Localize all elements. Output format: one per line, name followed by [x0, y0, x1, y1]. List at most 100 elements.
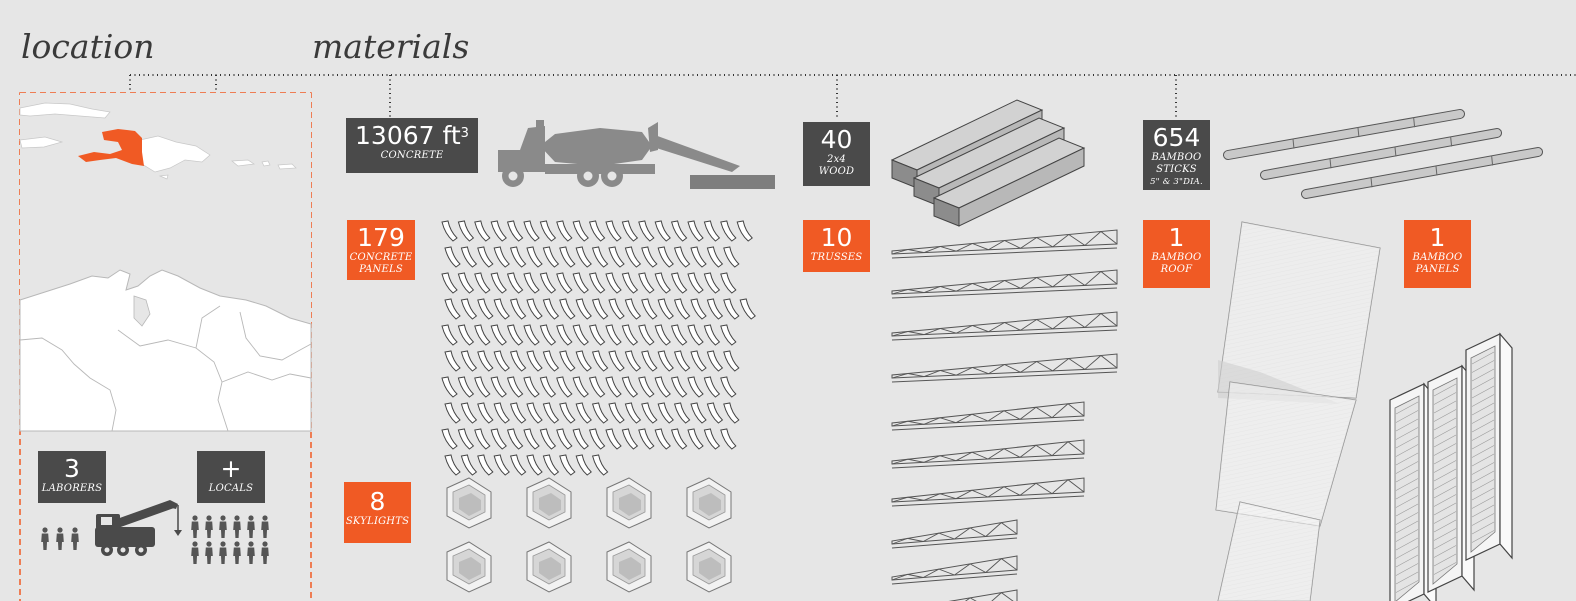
- concrete-panel: [654, 220, 671, 242]
- concrete-panel: [720, 376, 737, 398]
- concrete-panel: [657, 350, 674, 372]
- skylight: [526, 477, 572, 529]
- caribbean-islands: [19, 102, 297, 180]
- skylights-label: SKYLIGHTS: [345, 516, 410, 527]
- concrete-panel: [588, 272, 606, 294]
- concrete-panel: [542, 402, 560, 424]
- concrete-panel: [703, 376, 721, 398]
- concrete-panel: [673, 298, 691, 320]
- concrete-panel: [506, 428, 524, 450]
- concrete-panel: [509, 246, 527, 268]
- concrete-panel: [474, 324, 491, 346]
- concrete-panel: [706, 402, 724, 424]
- concrete-panel: [605, 376, 622, 398]
- skylight: [606, 477, 652, 529]
- concrete-label: CONCRETE: [380, 150, 444, 161]
- person-icon: [205, 515, 213, 538]
- concrete-panel: [526, 350, 543, 372]
- concrete-panel: [591, 454, 609, 476]
- truss: [891, 269, 1118, 299]
- lumber-beam: [932, 137, 1086, 227]
- truss: [891, 555, 1018, 585]
- south-america-map: [19, 269, 312, 432]
- concrete-panel: [641, 298, 658, 320]
- concrete-panel: [572, 272, 589, 294]
- concrete-panel: [608, 246, 625, 268]
- trusses-count: 10: [820, 223, 853, 252]
- concrete-panel: [638, 272, 655, 294]
- concrete-panels-badge: 179 CONCRETE PANELS: [347, 220, 415, 280]
- concrete-panel: [441, 272, 458, 294]
- concrete-panel: [444, 350, 461, 372]
- concrete-panel: [572, 324, 589, 346]
- concrete-panel: [477, 246, 494, 268]
- location-heading: location: [21, 27, 155, 66]
- wood-label: WOOD: [818, 166, 855, 177]
- skylights-badge: 8 SKYLIGHTS: [344, 482, 411, 543]
- concrete-panel: [572, 376, 589, 398]
- concrete-panel: [526, 454, 543, 476]
- concrete-panel: [506, 376, 524, 398]
- locals-people-icons: [191, 515, 269, 564]
- bamboo-sticks-diameter: 5" & 3"DIA.: [1150, 177, 1203, 187]
- concrete-panel: [444, 454, 461, 476]
- truss: [891, 401, 1085, 431]
- concrete-panel: [720, 272, 737, 294]
- concrete-panel: [474, 428, 491, 450]
- concrete-panel: [654, 272, 671, 294]
- concrete-panel: [654, 428, 671, 450]
- concrete-panel: [572, 220, 589, 242]
- concrete-panel: [703, 272, 721, 294]
- materials-heading: materials: [312, 27, 470, 66]
- concrete-panel: [605, 220, 622, 242]
- concrete-panel: [723, 298, 740, 320]
- concrete-panel: [673, 402, 691, 424]
- concrete-panel: [690, 298, 707, 320]
- concrete-panel: [706, 350, 724, 372]
- truss: [891, 229, 1118, 259]
- truss-shapes: [891, 229, 1118, 601]
- concrete-panel: [687, 428, 704, 450]
- concrete-panel: [542, 350, 560, 372]
- concrete-panel: [441, 324, 458, 346]
- concrete-panel: [654, 324, 671, 346]
- concrete-panel: [670, 428, 688, 450]
- concrete-panel: [477, 454, 494, 476]
- concrete-panel: [670, 272, 688, 294]
- concrete-panel: [621, 324, 639, 346]
- concrete-unit-exponent: 3: [460, 126, 469, 141]
- concrete-panel: [624, 402, 642, 424]
- person-icon: [41, 527, 49, 550]
- bamboo-roof-label-1: BAMBOO: [1151, 252, 1202, 263]
- concrete-panel: [687, 272, 704, 294]
- concrete-panel: [638, 376, 655, 398]
- bamboo-stick: [1260, 128, 1502, 180]
- skylight: [526, 541, 572, 593]
- concrete-panel: [559, 454, 576, 476]
- concrete-panel: [509, 454, 527, 476]
- concrete-panel: [493, 402, 510, 424]
- concrete-panel: [460, 246, 478, 268]
- concrete-panel: [444, 402, 461, 424]
- concrete-panel: [706, 298, 724, 320]
- concrete-panel: [588, 324, 606, 346]
- person-icon: [71, 527, 79, 550]
- concrete-panel: [736, 220, 753, 242]
- locals-label: LOCALS: [208, 483, 254, 494]
- concrete-panel: [490, 220, 507, 242]
- concrete-panel: [624, 350, 642, 372]
- concrete-panel: [506, 272, 524, 294]
- skylight-shapes: [446, 477, 732, 593]
- concrete-panel: [687, 324, 704, 346]
- cement-truck-icon: [498, 120, 775, 189]
- concrete-panel: [621, 376, 639, 398]
- truss: [948, 589, 1018, 601]
- concrete-panel: [477, 350, 494, 372]
- concrete-panel: [477, 298, 494, 320]
- truss: [891, 439, 1085, 469]
- concrete-panel: [493, 298, 510, 320]
- concrete-panel: [559, 246, 576, 268]
- concrete-panel: [687, 220, 704, 242]
- concrete-panel-shapes: [441, 220, 756, 476]
- concrete-panel: [720, 220, 737, 242]
